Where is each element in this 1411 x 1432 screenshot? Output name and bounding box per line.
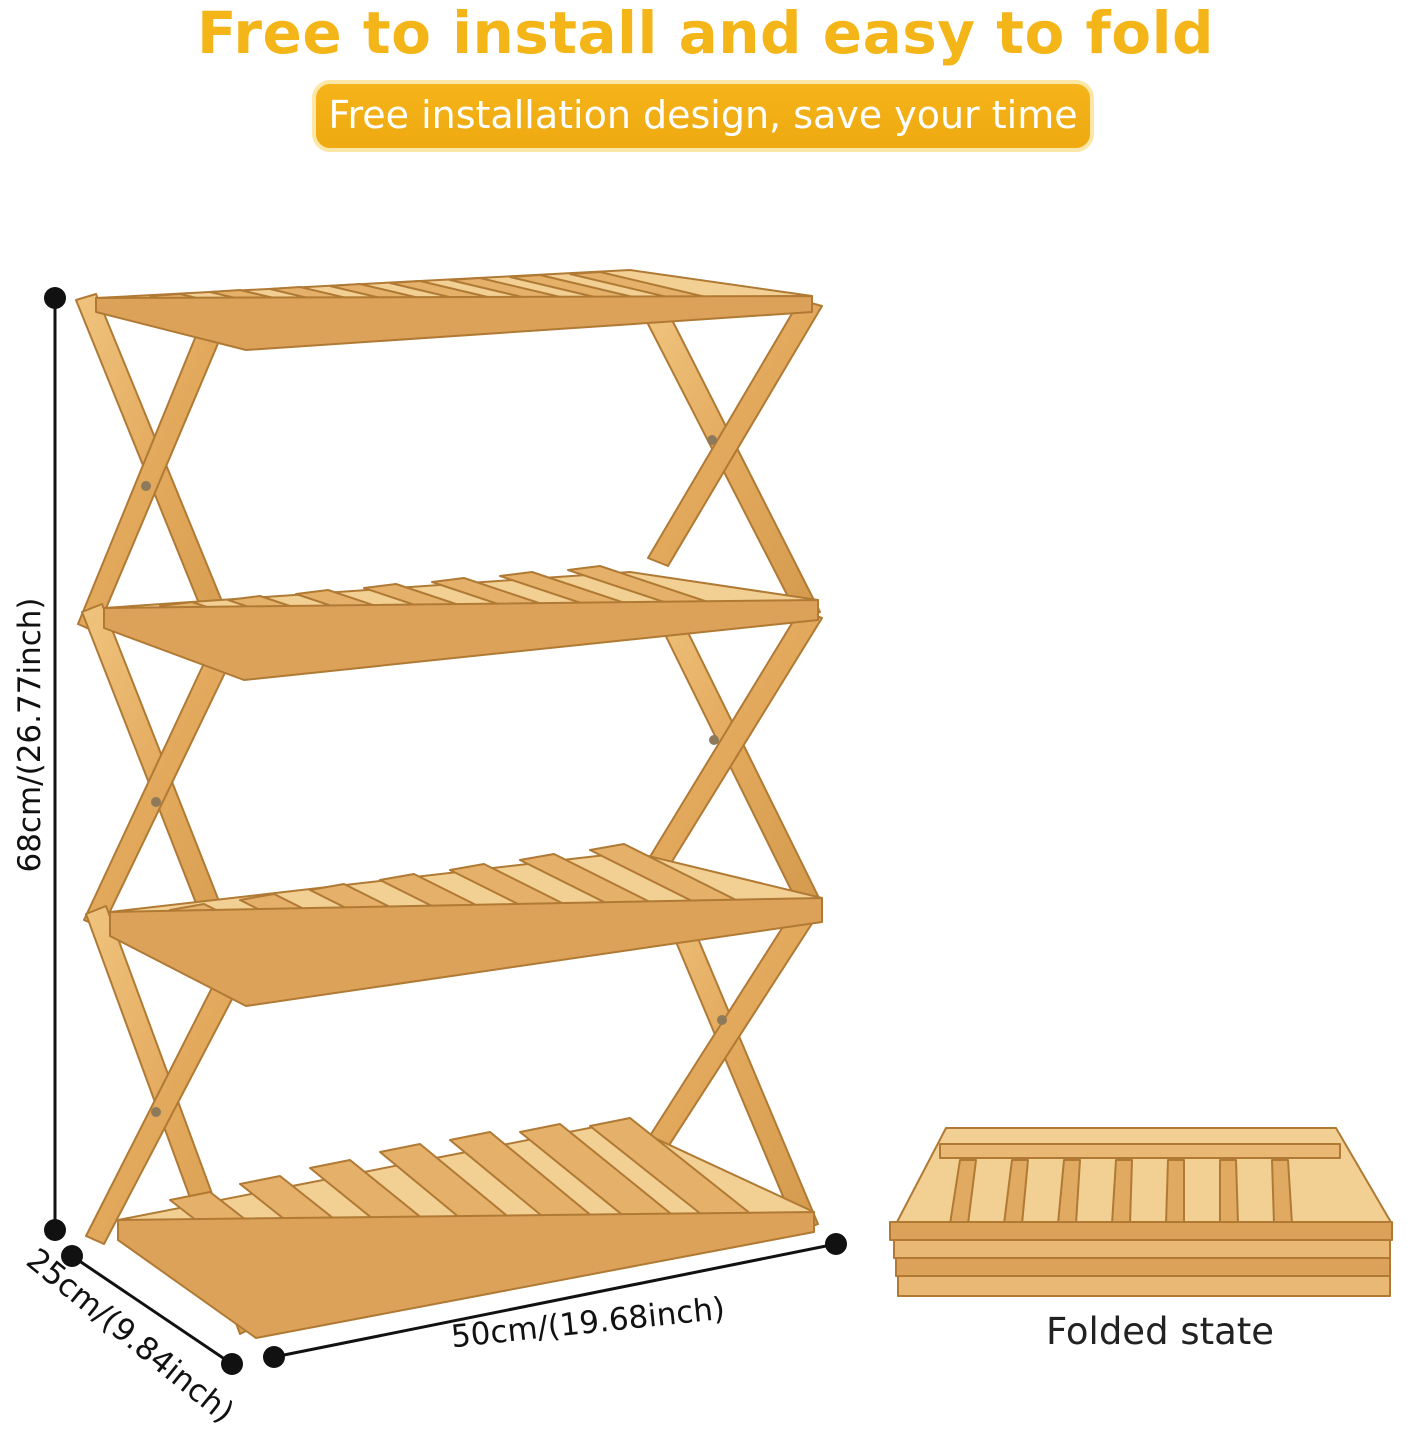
shelf-second — [103, 565, 819, 681]
folded-state-label: Folded state — [1045, 1310, 1275, 1353]
page-title: Free to install and easy to fold — [196, 0, 1215, 67]
subtitle-banner: Free installation design, save your time — [312, 80, 1094, 152]
bamboo-shelf-rack — [75, 269, 823, 1339]
folded-shelf — [889, 1127, 1393, 1297]
height-dimension-label: 68cm/(26.77inch) — [12, 597, 48, 873]
shelf-third — [109, 843, 823, 1007]
shelf-top — [95, 269, 813, 351]
shelf-bottom — [117, 1117, 815, 1339]
width-dimension-line — [263, 1233, 847, 1368]
height-dimension-line — [44, 287, 66, 1241]
depth-dimension-line — [61, 1245, 243, 1375]
